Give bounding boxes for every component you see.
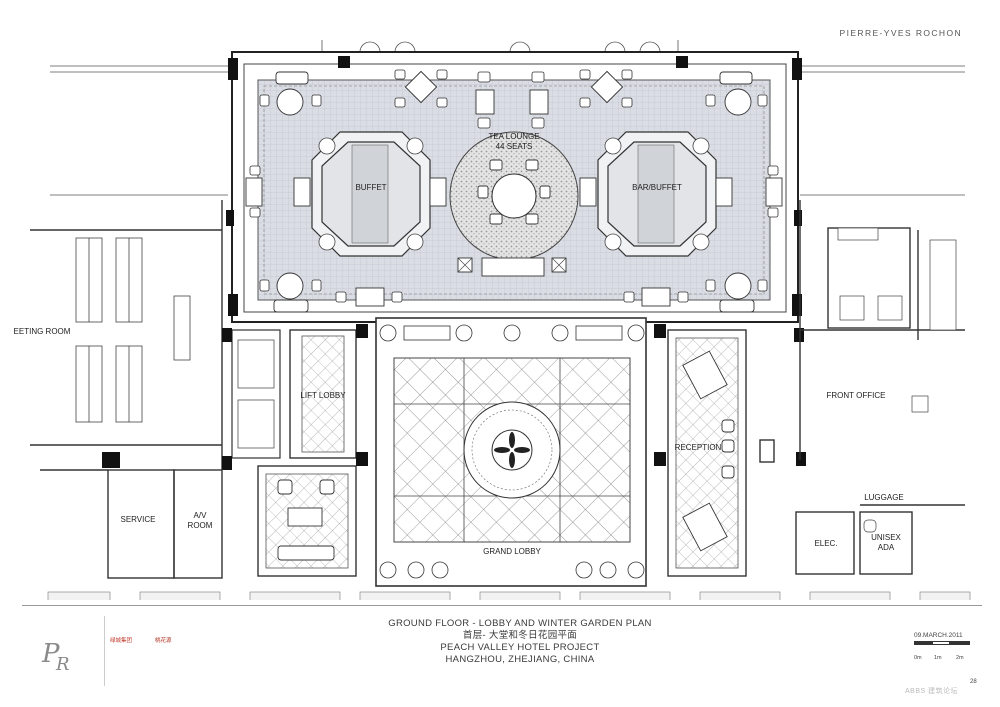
exterior-lines (50, 65, 965, 196)
lift-lobby (231, 329, 357, 459)
buffet-octagon (311, 131, 431, 257)
label-buffet: BUFFET (355, 183, 386, 192)
drawing-date: 09.MARCH.2011 (914, 632, 963, 639)
reception-area (667, 329, 747, 577)
title-line-4: HANGZHOU, ZHEJIANG, CHINA (445, 654, 595, 665)
client-logo: 绿城集团 (110, 638, 133, 644)
watermark: ABBS 建筑论坛 (905, 688, 959, 695)
svg-text:R: R (55, 654, 70, 675)
label-tea-seats: 44 SEATS (496, 142, 533, 151)
grand-lobby (375, 317, 647, 587)
label-meeting-room: EETING ROOM (14, 327, 71, 336)
label-av-room-2: ROOM (188, 521, 213, 530)
rosettes (318, 137, 710, 251)
title-block: GROUND FLOOR - LOBBY AND WINTER GARDEN P… (330, 618, 710, 666)
pillars (102, 324, 806, 470)
label-grand-lobby: GRAND LOBBY (483, 547, 541, 556)
label-av-room-1: A/V (194, 511, 208, 520)
brand-name: PIERRE-YVES ROCHON (839, 28, 962, 38)
scale-label-1: 1m (934, 655, 942, 661)
scale-label-0: 0m (914, 655, 922, 661)
scale-bar (914, 641, 970, 653)
floor-plan: TEA LOUNGE 44 SEATS BUFFET BAR/BUFFET EE… (14, 40, 971, 600)
label-lift-lobby: LIFT LOBBY (300, 391, 346, 400)
label-luggage: LUGGAGE (864, 493, 904, 502)
page-number: 28 (970, 679, 977, 685)
project-logo: 桃花源 (155, 638, 172, 644)
monogram-logo: P R (41, 639, 70, 675)
title-line-3: PEACH VALLEY HOTEL PROJECT (440, 642, 600, 653)
scale-label-2: 2m (956, 655, 964, 661)
label-reception: RECEPTION (675, 443, 722, 452)
svg-text:P: P (41, 639, 60, 669)
label-service: SERVICE (121, 515, 156, 524)
label-unisex: UNISEX (871, 533, 901, 542)
label-ada: ADA (878, 543, 895, 552)
label-elec: ELEC. (814, 539, 837, 548)
tea-lounge-area (226, 51, 802, 323)
title-line-2: 首层- 大堂和冬日花园平面 (462, 630, 578, 641)
label-tea-lounge: TEA LOUNGE (488, 132, 539, 141)
meeting-room (75, 237, 191, 423)
service-rooms (40, 469, 223, 579)
label-bar-buffet: BAR/BUFFET (632, 183, 682, 192)
footer-divider (104, 616, 105, 686)
sitting-lounge (257, 465, 357, 577)
bar-buffet-octagon (597, 131, 717, 257)
bottom-band (47, 591, 971, 600)
lounge-tables (245, 70, 783, 313)
label-front-office: FRONT OFFICE (827, 391, 886, 400)
title-line-1: GROUND FLOOR - LOBBY AND WINTER GARDEN P… (388, 618, 652, 629)
footer-rule (22, 605, 982, 606)
